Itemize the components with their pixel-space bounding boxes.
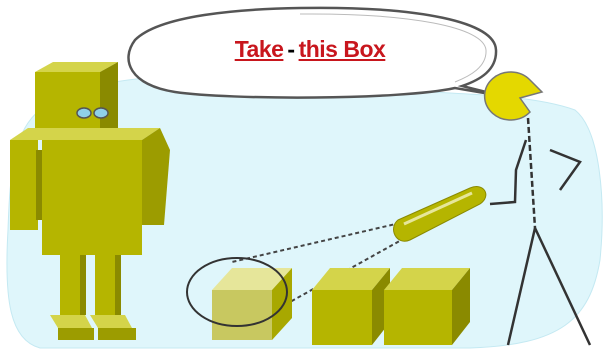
box-right bbox=[384, 268, 470, 345]
this-box-link[interactable]: this Box bbox=[299, 36, 386, 62]
separator-dash: - bbox=[287, 36, 294, 62]
speech-text: Take-this Box bbox=[175, 36, 445, 63]
robot-right-eye bbox=[94, 108, 108, 118]
take-link[interactable]: Take bbox=[235, 36, 284, 62]
box-middle bbox=[312, 268, 390, 345]
robot-left-eye bbox=[77, 108, 91, 118]
box-selected bbox=[212, 268, 292, 340]
